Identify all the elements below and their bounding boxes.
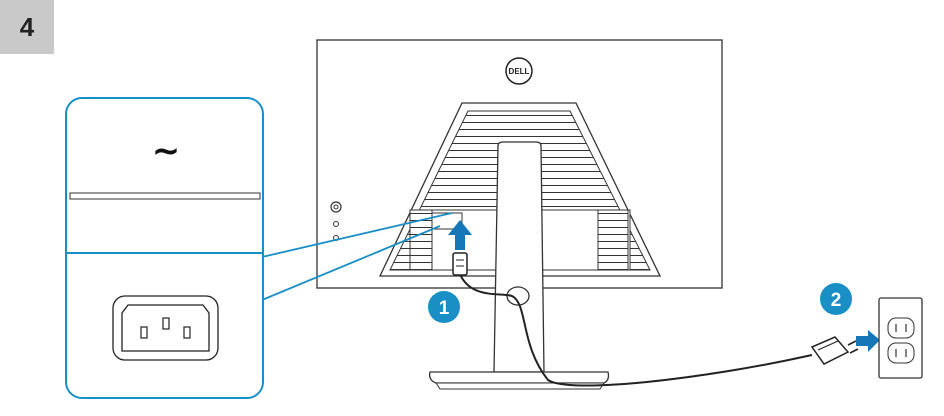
power-cable bbox=[458, 271, 813, 387]
iec-c14-socket-icon bbox=[112, 295, 219, 361]
zoom-lines bbox=[261, 212, 453, 301]
wall-plug-icon bbox=[810, 336, 859, 365]
up-arrow-icon bbox=[448, 220, 472, 250]
wall-outlet-icon bbox=[878, 297, 923, 379]
callout-1-label: 1 bbox=[439, 298, 450, 319]
control-buttons bbox=[330, 201, 342, 241]
power-plug-icon bbox=[452, 252, 468, 276]
step-indicator: 4 bbox=[0, 0, 54, 54]
monitor-back: DELL bbox=[316, 39, 723, 390]
callout-2-badge: 2 bbox=[820, 283, 852, 315]
dell-logo-text: DELL bbox=[509, 67, 530, 76]
ac-tilde-icon: ~ bbox=[152, 131, 181, 171]
dell-logo-icon: DELL bbox=[505, 57, 533, 85]
power-port-panel: ~ bbox=[65, 97, 264, 399]
step-number: 4 bbox=[19, 11, 35, 42]
callout-2-label: 2 bbox=[831, 290, 842, 311]
right-arrow-icon bbox=[856, 330, 880, 352]
monitor-stand bbox=[428, 141, 610, 390]
callout-1-badge: 1 bbox=[428, 291, 460, 323]
